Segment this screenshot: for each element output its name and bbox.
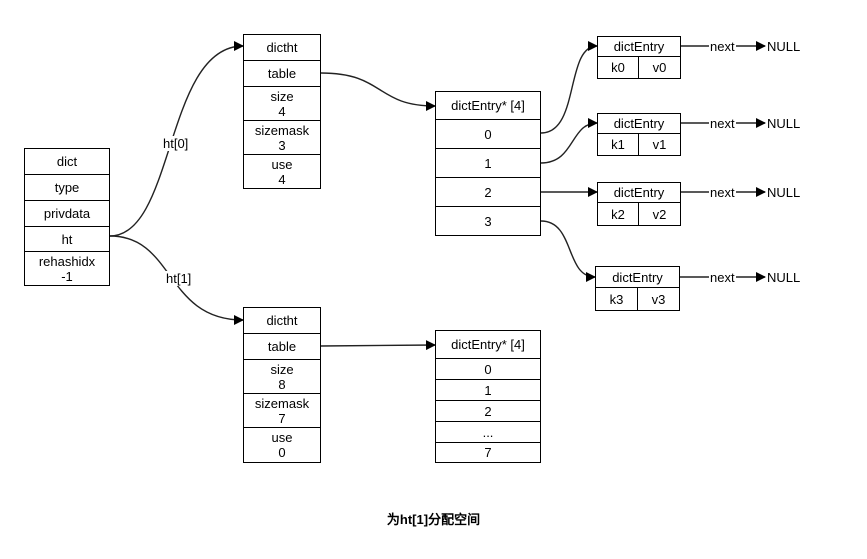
dict-entry-1-key: k1 [598,134,639,155]
null-label-1: NULL [767,116,801,131]
hash-table-0-title: dictEntry* [4] [436,92,540,120]
edge-slot0 [540,41,598,134]
null-label-2: NULL [767,185,801,200]
next-label-1: next [709,116,736,131]
dictht-1-size-value: 8 [278,376,286,392]
edge-label-ht1: ht[1] [165,271,193,286]
dict-entry-0-title: dictEntry [598,37,680,57]
hash-table-0-slot: 2 [436,178,540,207]
hash-table-1-title: dictEntry* [4] [436,331,540,359]
dictht-0-used-label: use [271,156,293,172]
edge-table1 [320,340,436,351]
null-label-0: NULL [767,39,801,54]
dictht-0-used-value: 4 [278,171,286,187]
edge-slot1 [540,118,598,164]
dict-entry-0: dictEntry k0 v0 [597,36,681,79]
dictht-0-sizemask-label: sizemask [254,122,310,138]
dict-field-rehashidx: rehashidx -1 [25,252,109,285]
dictht-1-sizemask: sizemask 7 [244,394,320,428]
dict-field-privdata: privdata [25,201,109,227]
dict-field-ht: ht [25,227,109,252]
dict-entry-2-title: dictEntry [598,183,680,203]
edge-label-ht0: ht[0] [162,136,190,151]
dict-entry-3: dictEntry k3 v3 [595,266,680,311]
hash-table-1-slot: 1 [436,380,540,401]
hash-table-1: dictEntry* [4] 0 1 2 ... 7 [435,330,541,463]
rehashidx-value: -1 [61,268,73,284]
dict-entry-1-title: dictEntry [598,114,680,134]
dictht-0-sizemask-value: 3 [278,137,286,153]
dictht-1-sizemask-value: 7 [278,410,286,426]
dictht-0-table: table [244,61,320,87]
hash-table-0-slot: 0 [436,120,540,149]
dictht-0-title: dictht [244,35,320,61]
dictht-0-used: use 4 [244,155,320,188]
dictht-1-sizemask-label: sizemask [254,395,310,411]
next-label-2: next [709,185,736,200]
next-label-3: next [709,270,736,285]
dict-entry-0-value: v0 [652,60,667,75]
hash-table-1-slot: 0 [436,359,540,380]
diagram-caption: 为ht[1]分配空间 [386,512,481,527]
dict-entry-3-value: v3 [651,291,666,307]
dictht-1-used: use 0 [244,428,320,462]
dictht-1-title: dictht [244,308,320,334]
null-label-3: NULL [767,270,801,285]
dictht-1-table: table [244,334,320,360]
dict-field-type: type [25,175,109,201]
dictht-0-size-value: 4 [278,103,286,119]
dictht-0-sizemask: sizemask 3 [244,121,320,155]
dict-entry-2-value: v2 [652,206,667,222]
hash-table-1-slot: 7 [484,445,492,460]
dict-entry-1-value: v1 [652,137,667,152]
dictht-1: dictht table size 8 sizemask 7 use 0 [243,307,321,463]
hash-table-0-slot: 1 [436,149,540,178]
dictht-1-used-label: use [271,430,293,445]
dictht-1-used-value: 0 [278,445,286,460]
next-label-0: next [709,39,736,54]
hash-table-1-slot: ... [436,422,540,443]
hash-table-0-slot: 3 [484,213,492,229]
rehashidx-label: rehashidx [38,253,96,269]
dictht-0-size: size 4 [244,87,320,121]
dict-struct: dict type privdata ht rehashidx -1 [24,148,110,286]
dict-entry-2-key: k2 [598,203,639,225]
dictht-0-size-label: size [270,88,294,104]
dict-entry-3-key: k3 [596,288,638,310]
dictht-1-size: size 8 [244,360,320,394]
hash-table-1-slot: 2 [436,401,540,422]
dict-title: dict [25,149,109,175]
dict-entry-0-key: k0 [598,57,639,78]
dict-entry-3-title: dictEntry [596,267,679,288]
edge-table0 [320,72,436,111]
dict-entry-1: dictEntry k1 v1 [597,113,681,156]
dict-entry-2: dictEntry k2 v2 [597,182,681,226]
hash-table-0: dictEntry* [4] 0 1 2 3 [435,91,541,236]
edge-slot3 [540,220,596,282]
dictht-0: dictht table size 4 sizemask 3 use 4 [243,34,321,189]
dictht-1-size-label: size [270,361,294,377]
